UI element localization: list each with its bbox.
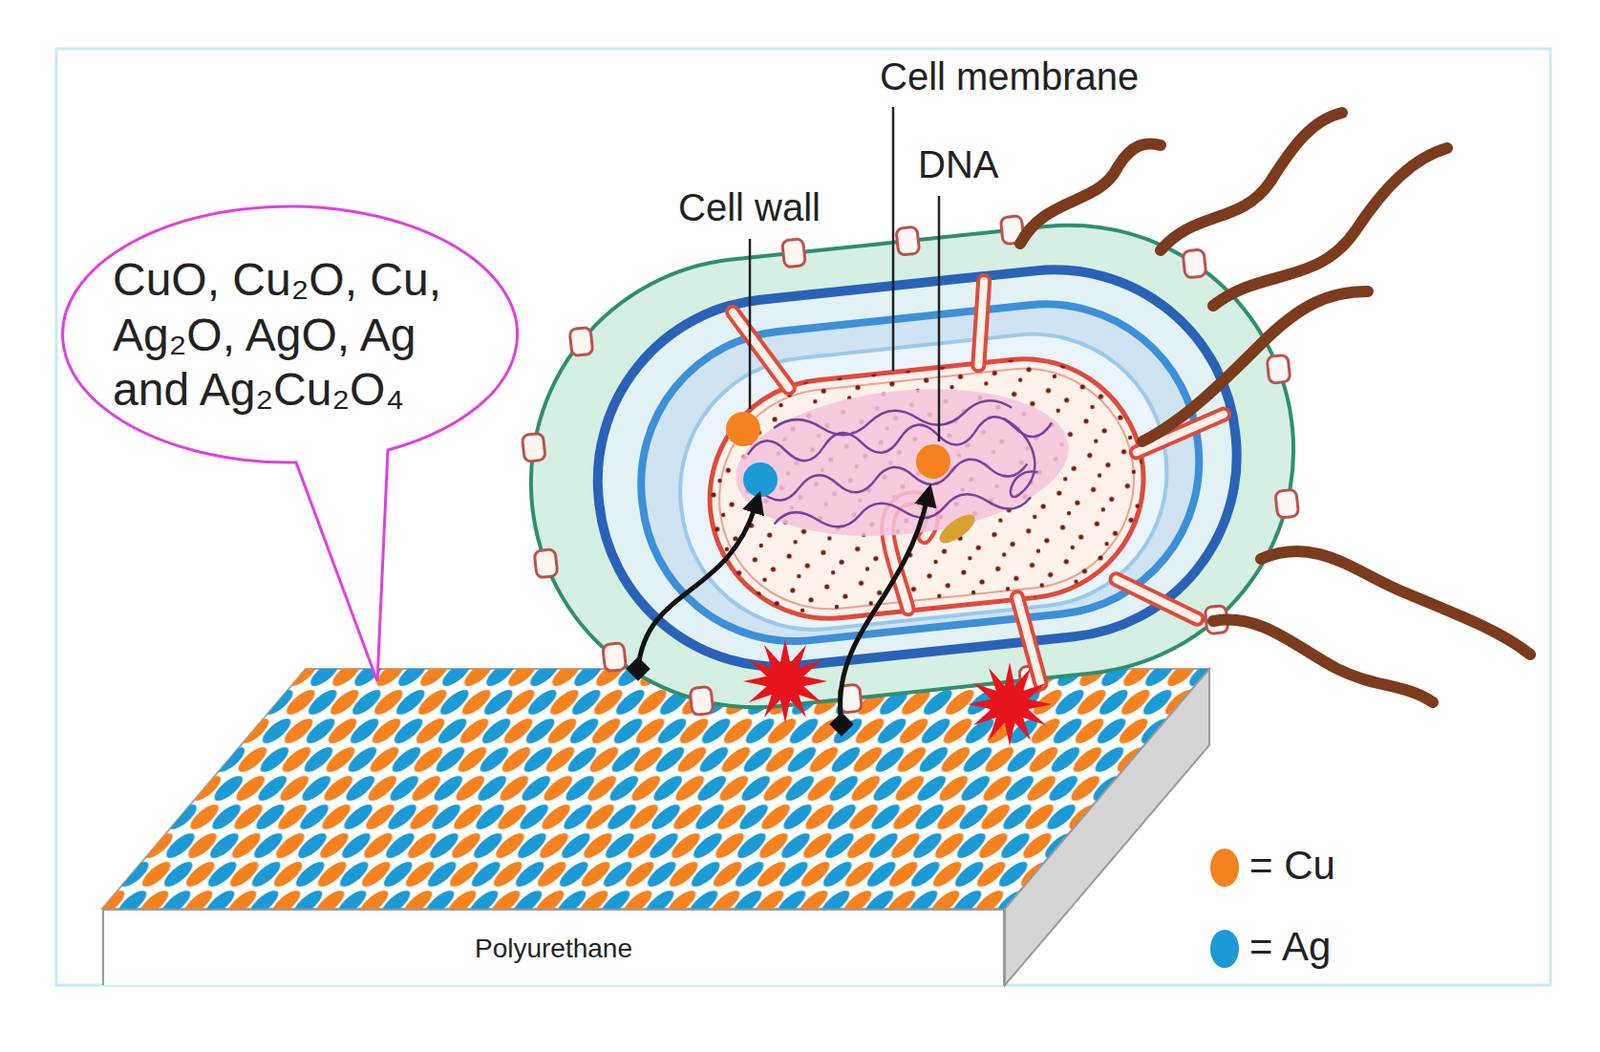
membrane-fold	[1116, 571, 1198, 627]
release-arrow	[625, 656, 650, 681]
damage-burst	[967, 661, 1052, 747]
figure-frame	[56, 48, 1551, 985]
pilus	[1275, 489, 1300, 518]
membrane-fold	[969, 280, 993, 365]
ion-particle	[743, 462, 778, 497]
dna-strands	[1002, 415, 1041, 498]
bacterium-cell	[698, 346, 1156, 630]
pilus	[569, 326, 594, 356]
flagellum	[1260, 551, 1531, 655]
bubble-outline	[63, 206, 518, 682]
ion-particle	[725, 411, 951, 497]
legend-swatch	[1210, 848, 1239, 887]
membrane-fold	[732, 307, 790, 394]
material-label: Polyurethane	[104, 933, 1003, 964]
pilus	[689, 685, 714, 715]
flagellum	[1020, 112, 1531, 703]
flagellum	[1160, 112, 1343, 251]
flagellum	[1020, 143, 1161, 244]
dna-strands	[728, 373, 1077, 552]
structure-label: Cell wall	[678, 186, 821, 229]
structure-label: DNA	[917, 143, 999, 186]
membrane-fold	[1116, 571, 1198, 627]
release-arrow	[625, 501, 927, 737]
bacterium-cell	[698, 346, 1156, 630]
legend-swatch	[1210, 929, 1239, 968]
dna-strands	[728, 373, 1077, 552]
flagellum	[1213, 618, 1433, 703]
ion-particle	[725, 411, 761, 447]
polyurethane-slab: Polyurethane	[102, 908, 1005, 985]
leader-line	[749, 106, 939, 442]
bacterium-cell	[625, 288, 1215, 656]
compound-list: CuO, Cu₂O, Cu, Ag₂O, AgO, Ag and Ag₂Cu₂O…	[112, 252, 469, 418]
speech-bubble: CuO, Cu₂O, Cu, Ag₂O, AgO, Ag and Ag₂Cu₂O…	[61, 204, 521, 465]
pilus	[1266, 354, 1291, 384]
release-arrow	[829, 711, 854, 736]
bacterium-cell	[579, 252, 1256, 685]
granule	[935, 509, 980, 548]
leader-line	[938, 195, 941, 442]
pilus	[504, 189, 1321, 744]
pilus	[521, 432, 546, 462]
polyurethane-surface	[102, 668, 1210, 985]
legend-text: = Ag	[1249, 924, 1331, 969]
leader-line	[748, 238, 752, 409]
pilus	[896, 226, 920, 256]
flagellum	[1213, 148, 1448, 306]
flagellum	[1142, 291, 1368, 442]
pilus	[782, 238, 807, 268]
ion-particle	[916, 444, 951, 479]
bacterium-cell	[504, 189, 1321, 744]
membrane-fold	[969, 280, 993, 365]
release-arrow	[638, 508, 755, 669]
structure-label: Cell membrane	[879, 55, 1139, 98]
damage-burst	[743, 639, 828, 724]
damage-burst	[743, 639, 1052, 747]
membrane-fold	[732, 307, 790, 394]
leader-line	[892, 106, 896, 371]
release-arrow	[840, 501, 927, 725]
legend-text: = Cu	[1249, 843, 1336, 888]
dna-strands	[745, 392, 1061, 535]
dna-strands	[760, 452, 1029, 502]
bacterium-cell	[509, 202, 1317, 729]
pilus	[1182, 249, 1207, 278]
pilus	[533, 549, 558, 578]
dna-strands	[772, 396, 1013, 442]
dna-strands	[772, 487, 1032, 534]
bacterium-cell	[666, 320, 1180, 643]
pilus	[602, 642, 627, 672]
